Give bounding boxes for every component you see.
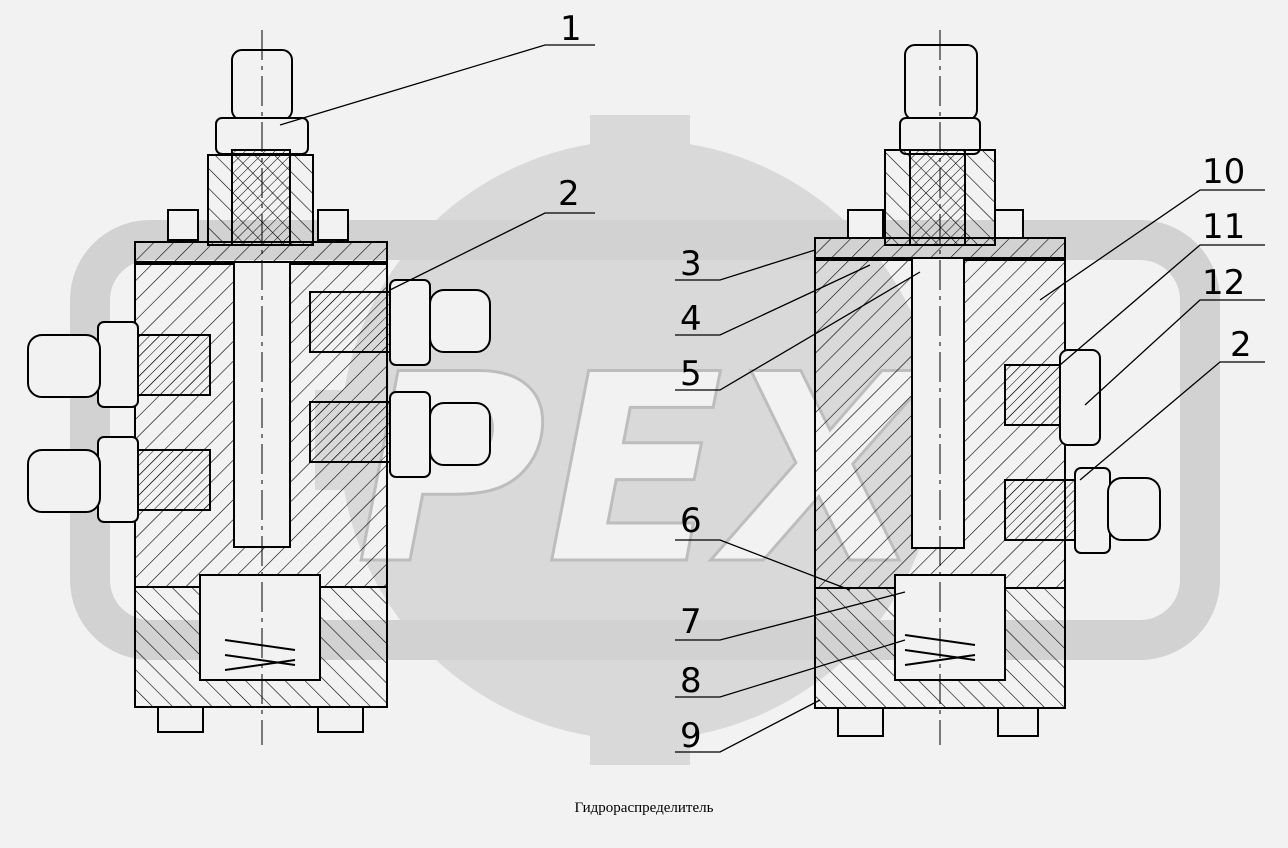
callout-11: 11	[1202, 207, 1245, 247]
figure-caption: Гидрораспределитель	[574, 800, 714, 816]
callout-7: 7	[680, 602, 702, 642]
callout-6: 6	[680, 501, 702, 541]
callout-3: 3	[680, 244, 702, 284]
callout-12: 12	[1202, 263, 1245, 303]
callout-1: 1	[560, 9, 582, 49]
callout-8: 8	[680, 661, 702, 701]
left-view	[27, 30, 491, 745]
callout-5: 5	[680, 354, 702, 394]
callouts: 1 2 3 4 5 6 7 8 9 10 11 12 2	[558, 9, 1252, 756]
right-view	[814, 30, 1161, 745]
callout-2-left: 2	[558, 174, 580, 214]
callout-9: 9	[680, 716, 702, 756]
callout-10: 10	[1202, 152, 1245, 192]
callout-4: 4	[680, 299, 702, 339]
leader-lines	[279, 44, 1265, 753]
callout-2-right: 2	[1230, 325, 1252, 365]
